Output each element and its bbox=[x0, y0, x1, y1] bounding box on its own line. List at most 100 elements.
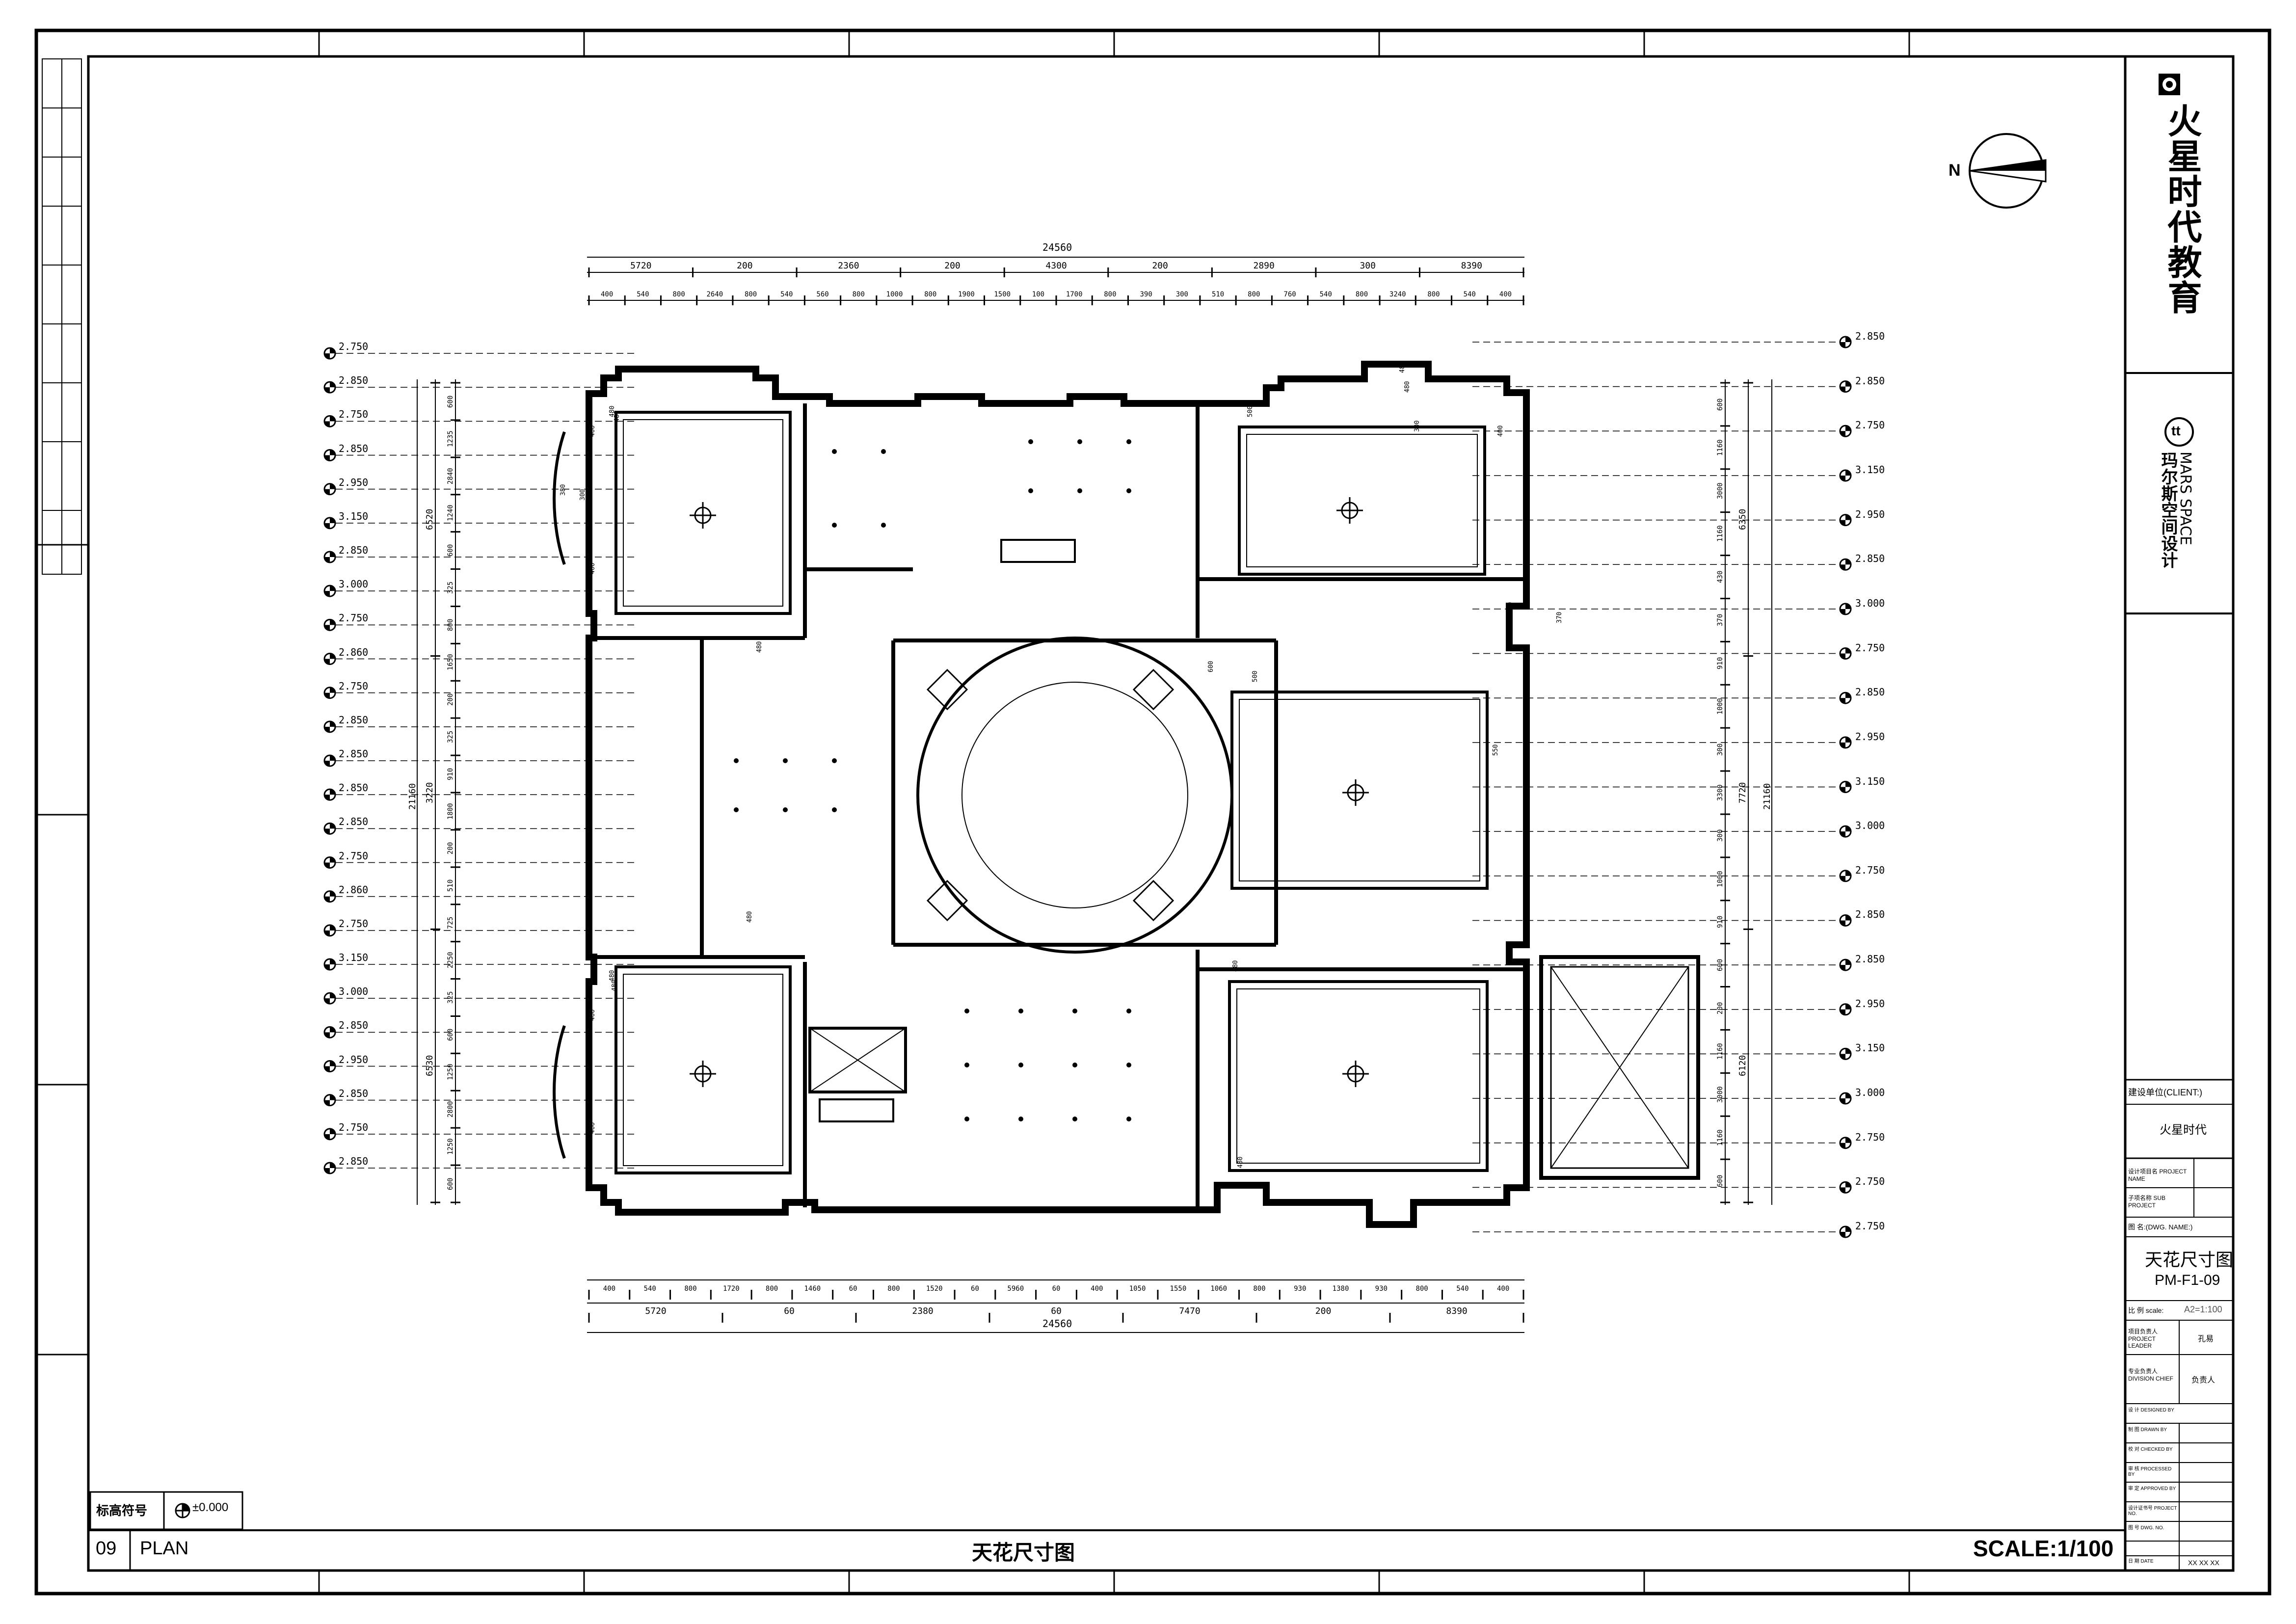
elevation-right: 3.150 bbox=[1855, 463, 1885, 476]
dim-bottom-major: 5720 bbox=[645, 1306, 667, 1316]
dim-right-minor: 1160 bbox=[1716, 439, 1724, 456]
inner-dimension: 480 bbox=[609, 970, 616, 982]
elevation-left-icon bbox=[323, 720, 638, 733]
elevation-right: 3.000 bbox=[1855, 1087, 1885, 1099]
dim-top-minor: 540 bbox=[637, 291, 649, 298]
inner-dimension: 370 bbox=[1556, 612, 1563, 623]
central-dome bbox=[916, 637, 1233, 954]
dim-right-major: 6350 bbox=[1737, 508, 1748, 530]
processed-by-label: 审 核 PROCESSED BY bbox=[2128, 1466, 2172, 1477]
dim-bottom-minor: 400 bbox=[1091, 1285, 1103, 1293]
elevation-left-icon bbox=[323, 890, 638, 903]
inner-dimension: 480 bbox=[611, 980, 618, 991]
dim-bottom-major: 60 bbox=[784, 1306, 795, 1316]
elevation-right: 2.950 bbox=[1855, 508, 1885, 520]
dim-left-minor: 600 bbox=[447, 544, 454, 557]
elevation-left: 2.750 bbox=[339, 1121, 369, 1133]
dim-left-minor: 1250 bbox=[447, 1064, 454, 1081]
dim-right-minor: 3000 bbox=[1716, 1086, 1724, 1103]
dim-top-major: 8390 bbox=[1461, 261, 1482, 271]
dim-top-minor: 1500 bbox=[994, 291, 1011, 298]
inner-dimension: 480 bbox=[1232, 960, 1239, 972]
elevation-right: 2.850 bbox=[1855, 330, 1885, 342]
elevation-left-icon bbox=[323, 415, 638, 427]
checked-by-label: 校 对 CHECKED BY bbox=[2128, 1447, 2173, 1452]
elevation-left: 2.850 bbox=[339, 748, 369, 760]
ceiling-panels bbox=[614, 411, 1489, 1174]
dim-bottom-minor: 1380 bbox=[1332, 1285, 1349, 1293]
elevation-left-icon bbox=[323, 551, 638, 563]
dim-right-total: 21160 bbox=[1762, 783, 1772, 810]
dim-top-minor: 390 bbox=[1140, 291, 1152, 298]
dim-bottom-minor: 800 bbox=[1415, 1285, 1428, 1293]
dim-right-minor: 600 bbox=[1716, 958, 1724, 972]
project-no-label: 设计证书号 PROJECT NO. bbox=[2128, 1506, 2177, 1517]
revision-strip bbox=[42, 58, 82, 575]
dim-bottom-minor: 540 bbox=[643, 1285, 656, 1293]
outer-frame bbox=[34, 28, 2271, 1596]
elevation-right-icon bbox=[1472, 692, 1852, 704]
elevation-right-icon bbox=[1472, 870, 1852, 882]
dim-top-minor: 510 bbox=[1211, 291, 1225, 298]
dim-bottom-minor: 1550 bbox=[1170, 1285, 1187, 1293]
dim-left-minor: 200 bbox=[447, 693, 454, 706]
elevation-left: 2.750 bbox=[339, 917, 369, 930]
dim-top-minor: 100 bbox=[1032, 291, 1045, 298]
date-label: 日 期 DATE bbox=[2128, 1559, 2154, 1564]
inner-dimension: 400 bbox=[589, 425, 596, 437]
elevation-left: 2.850 bbox=[339, 782, 369, 794]
dim-left-minor: 1250 bbox=[447, 1138, 454, 1155]
elevation-left: 2.850 bbox=[339, 714, 369, 726]
inner-dimension: 400 bbox=[589, 1009, 596, 1021]
elevation-right: 3.000 bbox=[1855, 820, 1885, 832]
elevation-left: 2.750 bbox=[339, 612, 369, 624]
elevation-left: 2.750 bbox=[339, 680, 369, 692]
dim-left-minor: 1650 bbox=[447, 654, 454, 671]
dim-left-minor: 910 bbox=[447, 768, 454, 780]
dim-bottom-minor: 1050 bbox=[1129, 1285, 1146, 1293]
dim-right-minor: 600 bbox=[1716, 398, 1724, 411]
elevation-right-icon bbox=[1472, 425, 1852, 437]
dim-bottom-minor: 1520 bbox=[926, 1285, 943, 1293]
dim-top-minor: 800 bbox=[924, 291, 937, 298]
elevation-right-icon bbox=[1472, 603, 1852, 615]
interior-walls bbox=[594, 403, 1526, 1207]
elevation-left-icon bbox=[323, 687, 638, 699]
dim-left-minor: 1800 bbox=[447, 803, 454, 820]
inner-dimension: 400 bbox=[1497, 425, 1504, 437]
elevation-left-icon bbox=[323, 1162, 638, 1174]
dim-bottom-minor: 400 bbox=[1497, 1285, 1510, 1293]
dim-bottom-minor: 400 bbox=[603, 1285, 616, 1293]
elevation-right-icon bbox=[1472, 1047, 1852, 1060]
elevation-right-icon bbox=[1472, 514, 1852, 527]
project-name-label: 设计项目名 PROJECT NAME bbox=[2128, 1168, 2187, 1182]
inner-dimension: 300 bbox=[579, 489, 587, 501]
scale-field-value: A2=1:100 bbox=[2184, 1305, 2222, 1314]
elevation-right: 2.950 bbox=[1855, 997, 1885, 1010]
dim-bottom-major: 200 bbox=[1315, 1306, 1332, 1316]
elevation-left-icon bbox=[323, 618, 638, 631]
dim-bottom-minor: 800 bbox=[684, 1285, 697, 1293]
elevation-right: 3.150 bbox=[1855, 1042, 1885, 1054]
approved-by-label: 审 定 APPROVED BY bbox=[2128, 1486, 2176, 1491]
elevation-right-icon bbox=[1472, 736, 1852, 749]
elevation-left: 2.850 bbox=[339, 544, 369, 556]
elevation-left-icon bbox=[323, 347, 638, 360]
dim-left-minor: 800 bbox=[447, 618, 454, 631]
elevation-left-icon bbox=[323, 1128, 638, 1141]
dim-left-minor: 725 bbox=[447, 916, 454, 930]
dim-bottom-major: 60 bbox=[1051, 1306, 1062, 1316]
drawing-name-value: 天花尺寸图 bbox=[2145, 1250, 2234, 1270]
elevation-left: 2.950 bbox=[339, 1053, 369, 1065]
elevation-left-icon bbox=[323, 754, 638, 767]
division-chief-value: 负责人 bbox=[2191, 1376, 2216, 1384]
studio-name-en: MARS SPACE bbox=[2177, 452, 2194, 545]
dimension-lines bbox=[417, 257, 1772, 1333]
dim-top-minor: 540 bbox=[780, 291, 793, 298]
elevation-left: 2.860 bbox=[339, 646, 369, 658]
client-value: 火星时代 bbox=[2160, 1123, 2207, 1137]
dim-bottom-major: 7470 bbox=[1179, 1306, 1201, 1316]
studio-logo-text: tt bbox=[2171, 423, 2181, 438]
inner-dimension: 500 bbox=[1247, 405, 1254, 417]
